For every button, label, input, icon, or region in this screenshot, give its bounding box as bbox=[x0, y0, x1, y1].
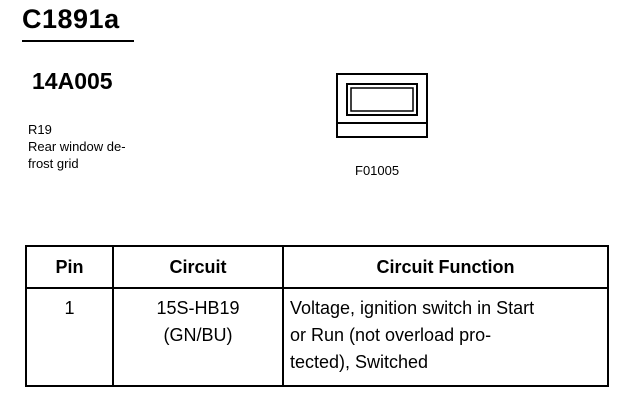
function-cell: Voltage, ignition switch in Start or Run… bbox=[282, 287, 609, 387]
circuit-cell: 15S-HB19 (GN/BU) bbox=[112, 287, 284, 387]
title-underline bbox=[22, 40, 134, 42]
function-line: tected), Switched bbox=[290, 352, 429, 372]
pin-number: 1 bbox=[64, 298, 75, 318]
pin-cell: 1 bbox=[25, 287, 114, 387]
description-line: Rear window de- bbox=[28, 139, 126, 154]
figure-code: F01005 bbox=[355, 163, 400, 178]
connector-id-title: C1891a bbox=[22, 4, 120, 34]
pin-table: Pin Circuit Circuit Function 1 15S-HB19 … bbox=[25, 245, 609, 387]
location-code: R19 bbox=[28, 122, 52, 137]
header-circuit: Circuit bbox=[112, 245, 284, 289]
location-block: R19 Rear window de- frost grid bbox=[28, 121, 168, 172]
function-line: or Run (not overload pro- bbox=[290, 325, 492, 345]
circuit-code: 15S-HB19 bbox=[156, 298, 240, 318]
function-line: Voltage, ignition switch in Start bbox=[290, 298, 535, 318]
part-number: 14A005 bbox=[32, 68, 113, 94]
table-header-row: Pin Circuit Circuit Function bbox=[25, 245, 609, 289]
description-line: frost grid bbox=[28, 156, 79, 171]
header-pin: Pin bbox=[25, 245, 114, 289]
header-circuit-function: Circuit Function bbox=[282, 245, 609, 289]
table-row: 1 15S-HB19 (GN/BU) Voltage, ignition swi… bbox=[25, 287, 609, 387]
connector-face-view-icon bbox=[336, 73, 428, 138]
wire-color: (GN/BU) bbox=[163, 325, 233, 345]
